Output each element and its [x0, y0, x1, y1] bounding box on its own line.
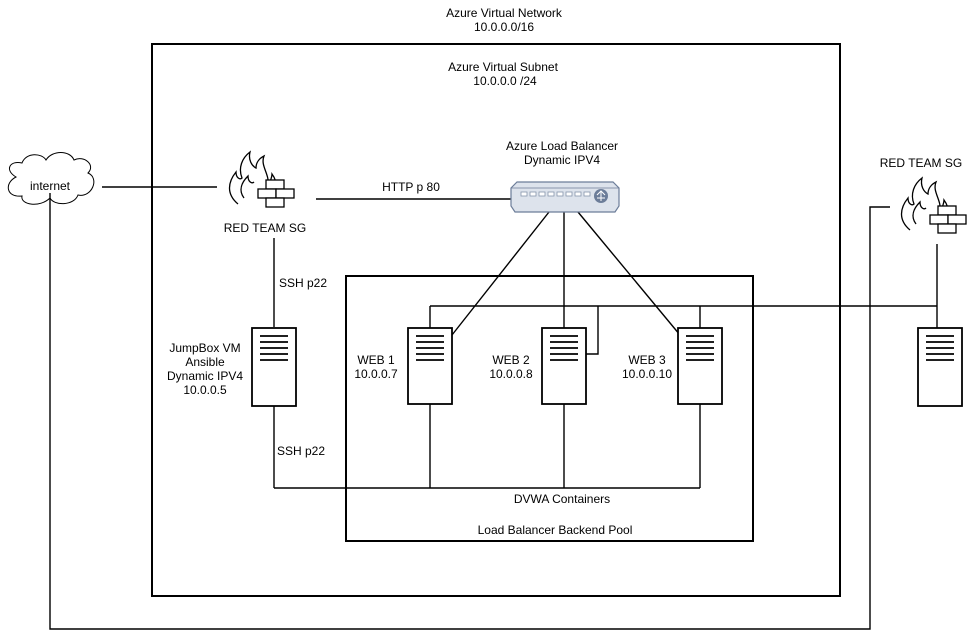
cloud-icon [7, 152, 95, 205]
jumpbox-ip: 10.0.0.5 [183, 383, 227, 397]
lb-web3-link [577, 211, 681, 336]
server-icon [541, 327, 587, 405]
ssh-bottom-label: SSH p22 [276, 444, 326, 458]
http-label: HTTP p 80 [382, 180, 440, 194]
lb-subtitle: Dynamic IPV4 [523, 153, 601, 167]
dvwa-label: DVWA Containers [513, 492, 611, 506]
server-icon [917, 327, 963, 407]
web1-ip: 10.0.0.7 [354, 367, 398, 381]
vnet-boundary [151, 43, 841, 597]
web2-side-link [586, 306, 599, 355]
server-icon [677, 327, 723, 405]
web3-name: WEB 3 [628, 353, 666, 367]
web3-ip: 10.0.0.10 [621, 367, 673, 381]
internet-loop-link [49, 193, 890, 630]
firewall-icon [900, 176, 967, 234]
sg-right-label: RED TEAM SG [879, 156, 963, 170]
vnet-title: Azure Virtual Network [446, 6, 562, 20]
jumpbox-ip-type: Dynamic IPV4 [166, 369, 244, 383]
jumpbox-role: Ansible [185, 355, 225, 369]
sg-left-label: RED TEAM SG [223, 221, 307, 235]
backend-pool-boundary [345, 275, 754, 542]
ssh-top-label: SSH p22 [278, 276, 328, 290]
subnet-cidr: 10.0.0.0 /24 [473, 74, 537, 88]
lb-web1-link [451, 211, 550, 336]
server-icon [407, 327, 453, 405]
backend-pool-label: Load Balancer Backend Pool [477, 523, 633, 537]
web2-ip: 10.0.0.8 [489, 367, 533, 381]
lb-title: Azure Load Balancer [505, 139, 619, 153]
load-balancer-icon [510, 181, 620, 213]
firewall-icon [228, 150, 295, 208]
web1-name: WEB 1 [357, 353, 395, 367]
vnet-cidr: 10.0.0.0/16 [473, 20, 535, 34]
jumpbox-name: JumpBox VM [169, 341, 241, 355]
web2-name: WEB 2 [492, 353, 530, 367]
internet-label: internet [29, 179, 71, 193]
server-icon [251, 327, 297, 407]
subnet-title: Azure Virtual Subnet [448, 60, 558, 74]
